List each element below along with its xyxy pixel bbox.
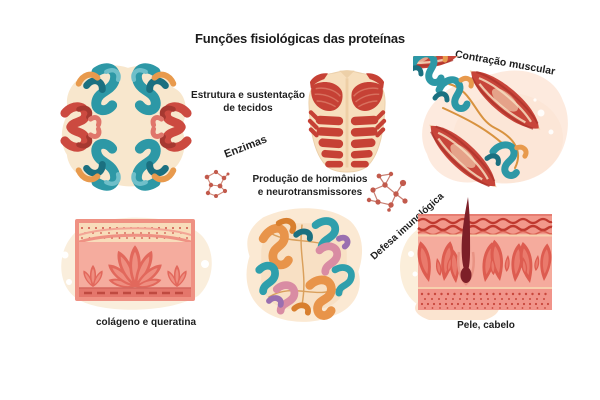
label-collagen-keratin: colágeno e queratina	[95, 317, 197, 328]
enzyme-molecule-icon	[197, 165, 233, 201]
label-hormones-line1: Produção de hormônios	[252, 174, 368, 185]
label-tissue-structure-line2: de tecidos	[223, 102, 273, 114]
label-tissue-structure-line1: Estrutura e sustentação	[191, 90, 305, 101]
label-hormones-line2: e neurotransmissores	[257, 186, 363, 198]
protein-cluster-illustration	[233, 196, 371, 332]
page-title: Funções fisiológicas das proteínas	[195, 31, 405, 46]
label-muscle-contraction: Contração muscular	[454, 48, 557, 78]
label-enzymes: Enzimas	[222, 133, 269, 161]
muscle-torso-illustration	[299, 63, 395, 177]
label-skin-hair: Pele, cabelo	[457, 320, 515, 331]
label-tissue-structure: Estrutura e sustentação de tecidos	[174, 90, 322, 115]
collagen-tissue-illustration	[48, 202, 218, 320]
protein-structure-illustration	[57, 58, 195, 196]
label-hormones: Produção de hormônios e neurotransmissor…	[233, 174, 387, 199]
